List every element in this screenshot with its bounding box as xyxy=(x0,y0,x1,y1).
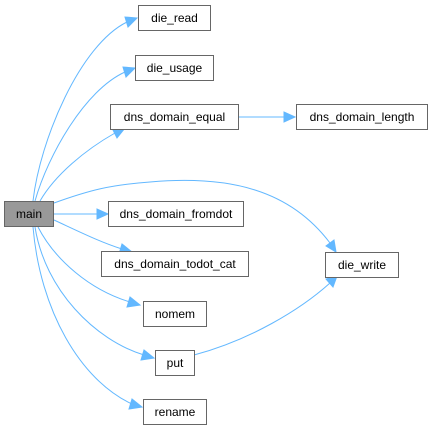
node-put-box[interactable] xyxy=(155,350,195,376)
edge-main-put-arrowhead xyxy=(140,349,156,361)
node-nomem-box[interactable] xyxy=(143,301,207,327)
node-dns-domain-length-label: dns_domain_length xyxy=(310,110,415,124)
edge-main-nomem-arrowhead xyxy=(126,296,142,308)
edge-main-nomem xyxy=(37,226,131,303)
node-die-write-box[interactable] xyxy=(325,252,399,278)
node-nomem-label: nomem xyxy=(155,307,195,321)
node-die-read[interactable]: die_read xyxy=(138,5,211,31)
edge-dns-domain-equal-dns-domain-length-arrowhead xyxy=(283,111,297,123)
node-die-usage-label: die_usage xyxy=(147,61,203,75)
edge-main-put xyxy=(34,226,145,356)
nodes: main die_read die_usage dns_domain_equal… xyxy=(4,5,428,425)
edge-main-dns-domain-fromdot-arrowhead xyxy=(96,208,110,220)
edge-main-die-usage-arrowhead xyxy=(122,66,137,78)
edge-main-die-read xyxy=(32,21,128,202)
node-dns-domain-length-box[interactable] xyxy=(296,104,428,130)
node-dns-domain-equal-box[interactable] xyxy=(110,104,239,130)
node-main-label: main xyxy=(16,207,42,221)
edge-main-die-write xyxy=(53,179,331,244)
node-dns-domain-length[interactable]: dns_domain_length xyxy=(296,104,428,130)
node-die-write[interactable]: die_write xyxy=(325,252,399,278)
node-dns-domain-todot-cat-box[interactable] xyxy=(101,251,249,277)
node-rename-label: rename xyxy=(155,405,196,419)
node-dns-domain-fromdot-label: dns_domain_fromdot xyxy=(120,207,233,221)
edge-put-die-write xyxy=(193,282,331,356)
node-dns-domain-equal-label: dns_domain_equal xyxy=(124,110,225,124)
edges xyxy=(32,16,338,410)
node-main[interactable]: main xyxy=(4,201,54,227)
node-die-read-label: die_read xyxy=(151,11,198,25)
node-main-box[interactable] xyxy=(4,201,54,227)
edge-main-dns-domain-todot-cat xyxy=(53,219,123,250)
node-die-read-box[interactable] xyxy=(138,5,211,31)
edge-main-die-read-arrowhead xyxy=(124,16,139,28)
node-dns-domain-todot-cat-label: dns_domain_todot_cat xyxy=(114,257,236,271)
node-dns-domain-fromdot[interactable]: dns_domain_fromdot xyxy=(108,201,244,227)
node-put[interactable]: put xyxy=(155,350,195,376)
node-put-label: put xyxy=(167,356,184,370)
edge-main-die-write-arrowhead xyxy=(325,239,337,253)
node-dns-domain-todot-cat[interactable]: dns_domain_todot_cat xyxy=(101,251,249,277)
node-rename-box[interactable] xyxy=(143,399,207,425)
node-die-usage-box[interactable] xyxy=(135,55,214,81)
node-rename[interactable]: rename xyxy=(143,399,207,425)
edge-main-rename xyxy=(32,226,133,405)
node-nomem[interactable]: nomem xyxy=(143,301,207,327)
node-dns-domain-equal[interactable]: dns_domain_equal xyxy=(110,104,239,130)
edge-main-die-usage xyxy=(34,71,126,202)
edge-main-rename-arrowhead xyxy=(128,398,144,410)
node-die-usage[interactable]: die_usage xyxy=(135,55,214,81)
edge-main-dns-domain-equal xyxy=(39,132,116,202)
node-die-write-label: die_write xyxy=(338,258,386,272)
node-dns-domain-fromdot-box[interactable] xyxy=(108,201,244,227)
